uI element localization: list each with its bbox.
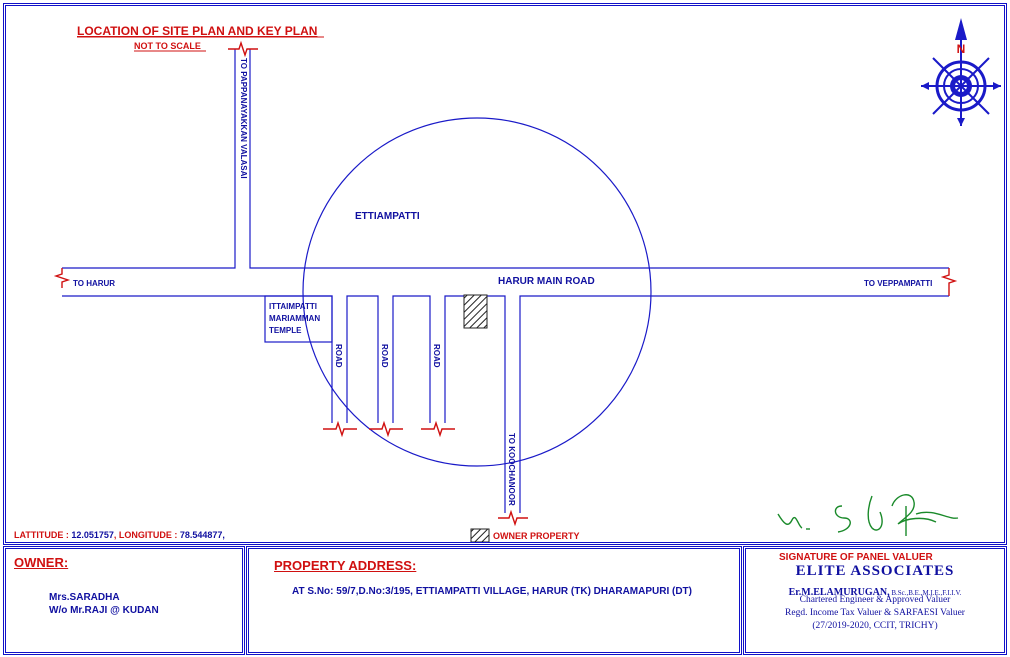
village-label: ETTIAMPATTI	[355, 211, 420, 222]
site-map: N LOCATION OF SITE PLAN AND KEY PLAN NOT…	[14, 18, 1001, 542]
owner-relation: W/o Mr.RAJI @ KUDAN	[49, 605, 159, 616]
road-label-3: ROAD	[432, 344, 441, 368]
compass-rose: N	[921, 18, 1001, 126]
longitude-label: , LONGITUDE :	[114, 530, 180, 540]
legend-owner-property-label: OWNER PROPERTY	[493, 531, 580, 541]
legend-hatch-swatch	[470, 528, 490, 542]
latitude-value: 12.051757	[71, 530, 114, 540]
temple-label-2: MARIAMMAN	[269, 314, 320, 323]
road-1-right	[346, 295, 379, 423]
owner-panel: OWNER: Mrs.SARADHA W/o Mr.RAJI @ KUDAN	[3, 546, 245, 655]
not-to-scale-label: NOT TO SCALE	[134, 41, 201, 51]
page-title: LOCATION OF SITE PLAN AND KEY PLAN	[77, 24, 317, 38]
compass-north-arrow	[955, 18, 967, 40]
latitude-label: LATTITUDE :	[14, 530, 71, 540]
valuer-line-2: Regd. Income Tax Valuer & SARFAESI Value…	[785, 608, 965, 618]
main-road-label: HARUR MAIN ROAD	[498, 276, 595, 287]
owner-property-marker	[463, 294, 488, 329]
to-pappanayakkan-label: TO PAPPANAYAKKAN VALASAI	[239, 58, 248, 179]
koochanoor-road-right	[519, 295, 949, 513]
owner-name: Mrs.SARADHA	[49, 592, 120, 603]
valuer-panel: SIGNATURE OF PANEL VALUER ELITE ASSOCIAT…	[743, 546, 1007, 655]
temple-label-3: TEMPLE	[269, 326, 302, 335]
main-road-upper-edge	[62, 49, 236, 269]
firm-name: ELITE ASSOCIATES	[795, 563, 955, 579]
village-boundary	[302, 117, 652, 467]
to-veppampatti-label: TO VEPPAMPATTI	[864, 279, 932, 288]
valuer-line-1: Chartered Engineer & Approved Valuer	[799, 595, 951, 605]
owner-heading: OWNER:	[14, 555, 69, 570]
north-road-right-edge	[249, 49, 949, 269]
valuer-degrees: B.Sc.,B.E.,M.I.E.,F.I.I.V.	[889, 589, 962, 597]
to-koochanoor-label: TO KOOCHANOOR	[507, 433, 516, 506]
longitude-value: 78.544877,	[180, 530, 225, 540]
address-panel: PROPERTY ADDRESS: AT S.No: 59/7,D.No:3/1…	[246, 546, 742, 655]
temple-label-1: ITTAIMPATTI	[269, 302, 317, 311]
address-text: AT S.No: 59/7,D.No:3/195, ETTIAMPATTI VI…	[292, 586, 692, 597]
valuer-signature	[777, 494, 959, 536]
valuer-name: Er.M.ELAMURUGAN,	[788, 587, 890, 598]
break-marks	[53, 40, 958, 527]
road-label-2: ROAD	[380, 344, 389, 368]
valuer-name-line: Er.M.ELAMURUGAN, B.Sc.,B.E.,M.I.E.,F.I.I…	[746, 582, 1004, 600]
signature-label: SIGNATURE OF PANEL VALUER	[779, 552, 933, 563]
temple-box	[264, 295, 333, 343]
road-label-1: ROAD	[334, 344, 343, 368]
road-2-right	[392, 295, 431, 423]
road-3-right	[444, 295, 506, 513]
compass-n-label: N	[957, 42, 966, 56]
address-heading: PROPERTY ADDRESS:	[274, 558, 417, 573]
coordinates: LATTITUDE : 12.051757, LONGITUDE : 78.54…	[14, 530, 225, 540]
to-harur-label: TO HARUR	[73, 279, 115, 288]
map-panel: N LOCATION OF SITE PLAN AND KEY PLAN NOT…	[3, 3, 1007, 545]
valuer-line-3: (27/2019-2020, CCIT, TRICHY)	[812, 621, 938, 631]
